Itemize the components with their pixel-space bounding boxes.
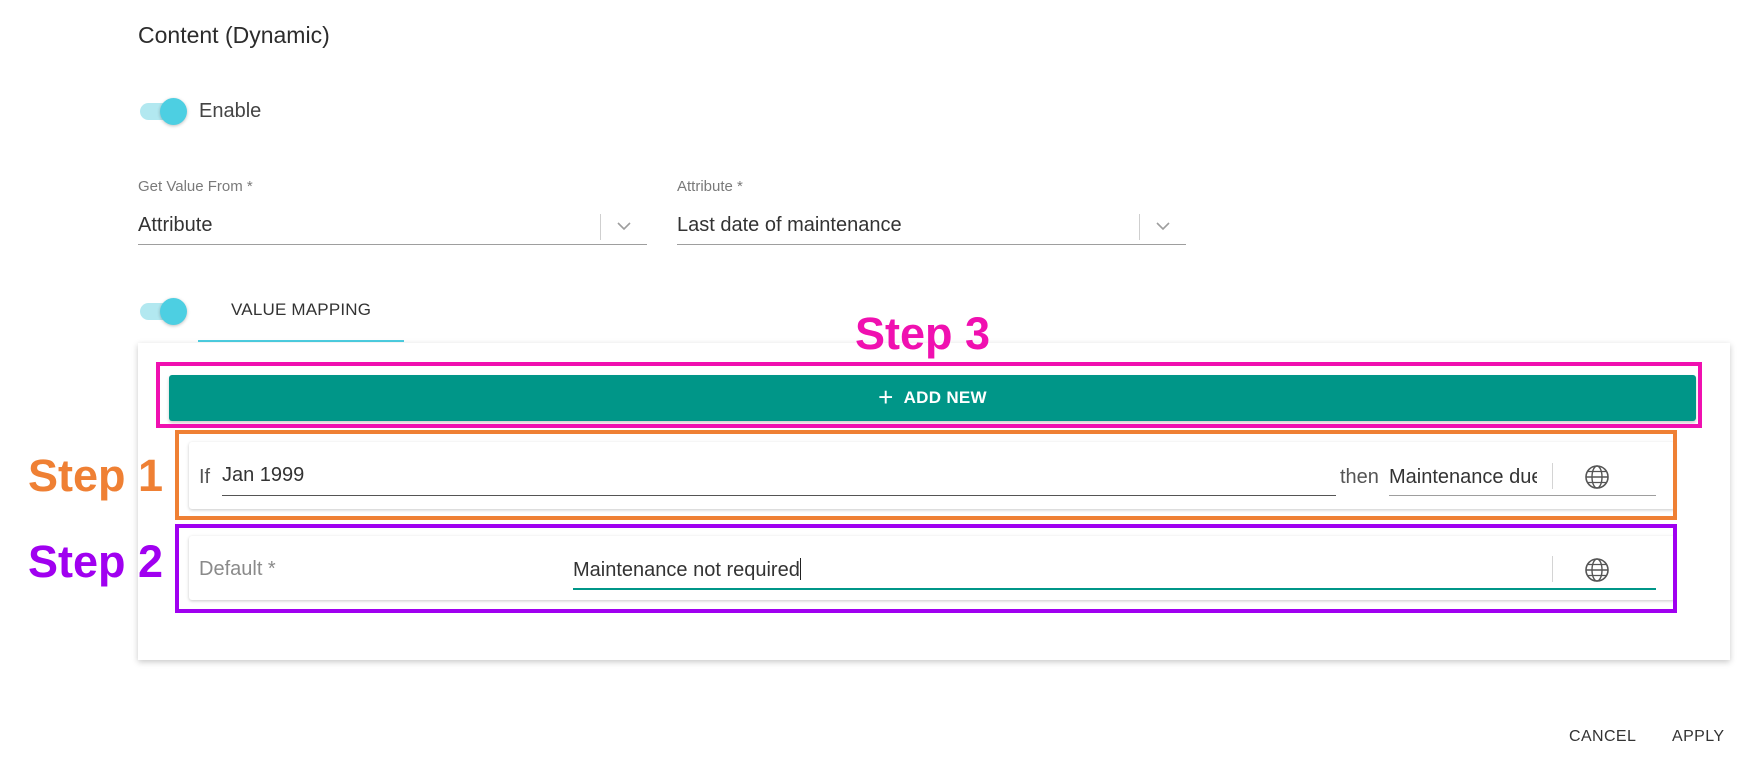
step2-label: Step 2 <box>28 536 164 587</box>
cancel-button[interactable]: CANCEL <box>1569 728 1637 745</box>
select-divider <box>1139 214 1140 240</box>
attribute-value: Last date of maintenance <box>677 214 902 236</box>
value-mapping-toggle[interactable] <box>138 298 187 325</box>
globe-icon[interactable] <box>1583 556 1611 584</box>
plus-icon: + <box>878 381 894 412</box>
add-new-button[interactable]: + ADD NEW <box>169 375 1696 421</box>
enable-label: Enable <box>199 100 262 122</box>
default-input-underline <box>573 588 1656 590</box>
select-divider <box>600 214 601 240</box>
default-label: Default * <box>199 558 276 580</box>
apply-button[interactable]: APPLY <box>1672 728 1725 745</box>
step3-label: Step 3 <box>855 308 991 359</box>
tab-value-mapping[interactable]: VALUE MAPPING <box>231 300 372 319</box>
tab-indicator <box>198 340 404 342</box>
step1-highlight <box>175 430 1677 520</box>
toggle-thumb <box>160 298 187 325</box>
attribute-label: Attribute * <box>677 178 743 195</box>
toggle-thumb <box>160 98 187 125</box>
if-label: If <box>199 466 211 488</box>
get-value-from-label: Get Value From * <box>138 178 253 195</box>
chevron-down-icon[interactable] <box>614 216 634 236</box>
mapping-row <box>189 442 1675 509</box>
section-title: Content (Dynamic) <box>138 22 330 48</box>
get-value-from-select[interactable]: Attribute <box>138 206 647 245</box>
input-divider <box>1552 556 1553 582</box>
default-value-input[interactable]: Maintenance not required <box>573 558 801 582</box>
default-value-text: Maintenance not required <box>573 559 800 581</box>
add-new-label: ADD NEW <box>903 388 987 407</box>
step3-highlight <box>156 362 1702 428</box>
then-input-underline <box>1389 495 1656 496</box>
chevron-down-icon[interactable] <box>1153 216 1173 236</box>
text-cursor <box>799 558 801 580</box>
if-input-underline <box>222 495 1336 496</box>
globe-icon[interactable] <box>1583 463 1611 491</box>
attribute-select[interactable]: Last date of maintenance <box>677 206 1186 245</box>
enable-toggle[interactable] <box>138 98 187 125</box>
step2-highlight <box>175 524 1677 613</box>
if-value-input[interactable]: Jan 1999 <box>222 464 305 486</box>
then-label: then <box>1340 466 1379 488</box>
step1-label: Step 1 <box>28 450 164 501</box>
then-value-input[interactable]: Maintenance due <box>1389 466 1537 488</box>
get-value-from-value: Attribute <box>138 214 213 236</box>
input-divider <box>1552 463 1553 489</box>
